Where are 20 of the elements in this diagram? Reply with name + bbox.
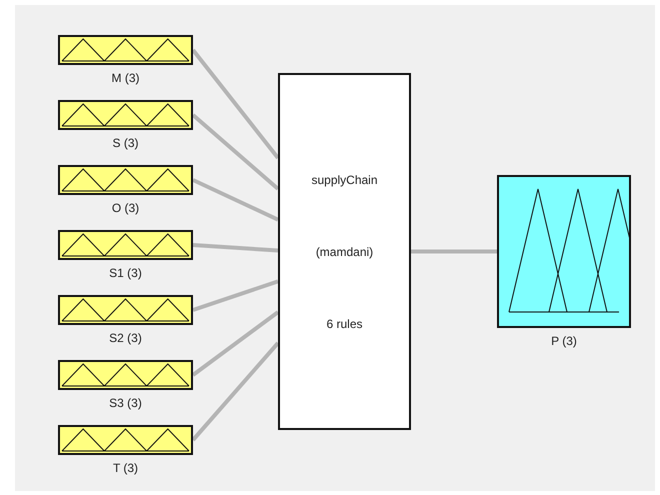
variable-label: M (3)	[112, 71, 140, 85]
variable-label: T (3)	[112, 461, 138, 475]
variable-label: P (3)	[551, 334, 577, 348]
variable-label: S1 (3)	[109, 266, 142, 280]
connector-line	[192, 243, 278, 252]
connector-line	[192, 178, 279, 222]
system-text: 6 rules	[326, 316, 363, 330]
connector-line	[192, 113, 280, 190]
connector-line	[191, 48, 280, 160]
connector-line	[192, 342, 280, 442]
system-text: (mamdani)	[316, 244, 374, 258]
connector-line	[411, 250, 497, 254]
system-text: supplyChain	[311, 172, 378, 186]
variable-label: S2 (3)	[109, 331, 142, 345]
system-box	[278, 73, 411, 430]
connector-line	[192, 310, 280, 377]
connector-line	[192, 279, 279, 312]
variable-label: S3 (3)	[109, 396, 142, 410]
variable-label: S (3)	[112, 136, 138, 150]
variable-label: O (3)	[112, 201, 140, 215]
